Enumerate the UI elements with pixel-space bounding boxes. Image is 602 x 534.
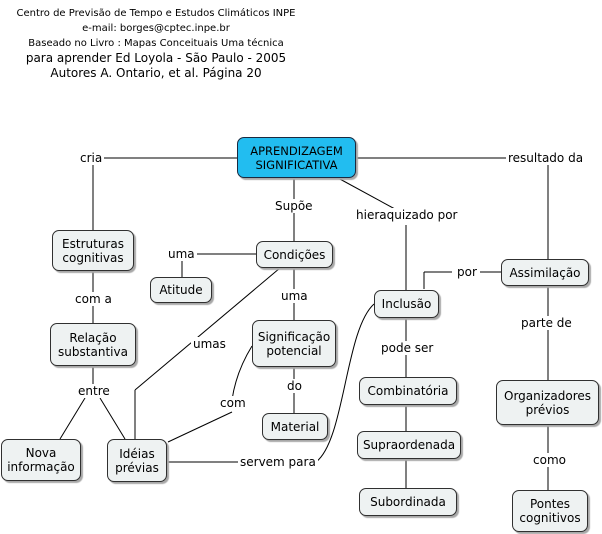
node-inclusao: Inclusão	[374, 290, 439, 318]
edge-servem-inclusao	[315, 303, 375, 463]
node-atitude: Atitude	[150, 277, 212, 303]
link-servem-para: servem para	[238, 455, 318, 469]
link-do: do	[285, 379, 304, 393]
edge-significacao-com	[231, 345, 253, 401]
node-organizadores-previos: Organizadores prévios	[496, 380, 599, 425]
edge-entre-ideias	[99, 397, 126, 440]
link-como: como	[531, 453, 568, 467]
link-cria: cria	[78, 151, 105, 165]
link-uma-atitude: uma	[166, 247, 197, 261]
node-pontes-cognitivos: Pontes cognitivos	[512, 490, 588, 532]
link-por: por	[455, 265, 479, 279]
node-subordinada: Subordinada	[359, 488, 457, 516]
node-condicoes: Condições	[256, 241, 333, 268]
edge-condicoes-umas	[134, 267, 281, 391]
edge-com-ideias	[167, 411, 233, 443]
node-supraordenada: Supraordenada	[357, 431, 461, 459]
header-line-authors: Autores A. Ontario, et al. Página 20	[50, 66, 262, 80]
node-combinatoria: Combinatória	[359, 377, 457, 405]
node-estruturas-cognitivas: Estruturas cognitivas	[52, 230, 134, 271]
header-credits: Centro de Previsão de Tempo e Estudos Cl…	[6, 6, 306, 81]
node-assimilacao: Assimilação	[501, 259, 589, 286]
node-material: Material	[262, 413, 328, 440]
header-line-institution: Centro de Previsão de Tempo e Estudos Cl…	[16, 8, 296, 19]
edge-entre-nova	[59, 397, 86, 440]
link-resultado-da: resultado da	[506, 151, 586, 165]
link-hierarquizado-por: hieraquizado por	[354, 208, 460, 222]
link-parte-de: parte de	[519, 316, 574, 330]
link-pode-ser: pode ser	[379, 341, 436, 355]
node-aprendizagem-significativa: APRENDIZAGEM SIGNIFICATIVA	[237, 137, 356, 178]
link-com: com	[218, 396, 248, 410]
link-com-a: com a	[73, 292, 114, 306]
header-line-source: Baseado no Livro : Mapas Conceituais Uma…	[28, 38, 284, 49]
node-ideias-previas: Idéias prévias	[107, 439, 167, 482]
link-umas: umas	[191, 337, 228, 351]
link-entre: entre	[76, 384, 112, 398]
link-uma-significacao: uma	[279, 289, 310, 303]
header-line-email: e-mail: borges@cptec.inpe.br	[82, 23, 230, 34]
link-supoe: Supõe	[273, 199, 315, 213]
node-relacao-substantiva: Relação substantiva	[50, 323, 136, 366]
node-nova-informacao: Nova informação	[1, 439, 81, 481]
header-line-publisher: para aprender Ed Loyola - São Paulo - 20…	[25, 51, 287, 65]
node-significacao-potencial: Significação potencial	[252, 320, 336, 367]
